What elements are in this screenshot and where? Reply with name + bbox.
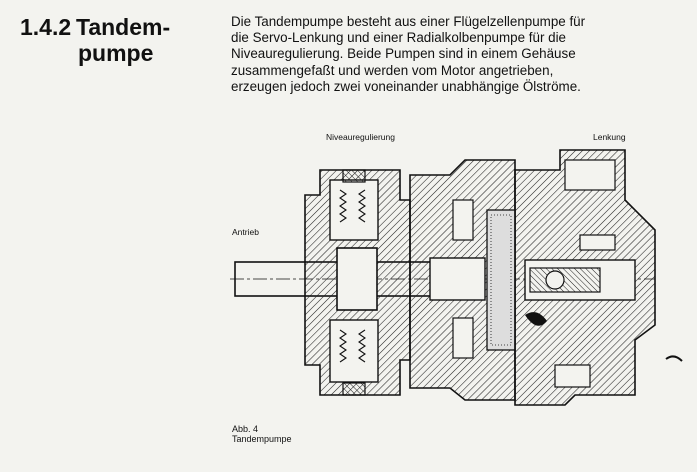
paragraph-line: die Servo-Lenkung und einer Radialkolben… [231,30,566,46]
figure-caption-title: Tandempumpe [232,434,292,444]
vane-pump-rotor [486,209,516,351]
section-title-line1: Tandem- [76,14,171,40]
figure-caption-number: Abb. 4 [232,424,259,434]
section-title-line2: pumpe [78,40,154,66]
tandem-pump-drawing [230,149,656,406]
figure-label-lenkung: Lenkung [593,132,626,142]
paragraph-line: Die Tandempumpe besteht aus einer Flügel… [231,14,586,29]
section-number: 1.4.2 [20,14,72,40]
vane-pump-housing [514,149,656,406]
radial-piston-pump-housing [304,169,411,396]
paragraph: Die Tandempumpe besteht aus einer Flügel… [231,14,671,95]
figure-caption: Abb. 4 Tandempumpe [232,424,292,444]
scribble-mark [665,355,683,362]
paragraph-line: zusammengefaßt und werden vom Motor ange… [231,62,554,78]
figure-label-niveauregulierung: Niveauregulierung [326,132,395,142]
paragraph-line: Niveauregulierung. Beide Pumpen sind in … [231,46,576,62]
paragraph-line: erzeugen jedoch zwei voneinander unabhän… [231,78,581,94]
figure-label-antrieb: Antrieb [232,227,259,237]
